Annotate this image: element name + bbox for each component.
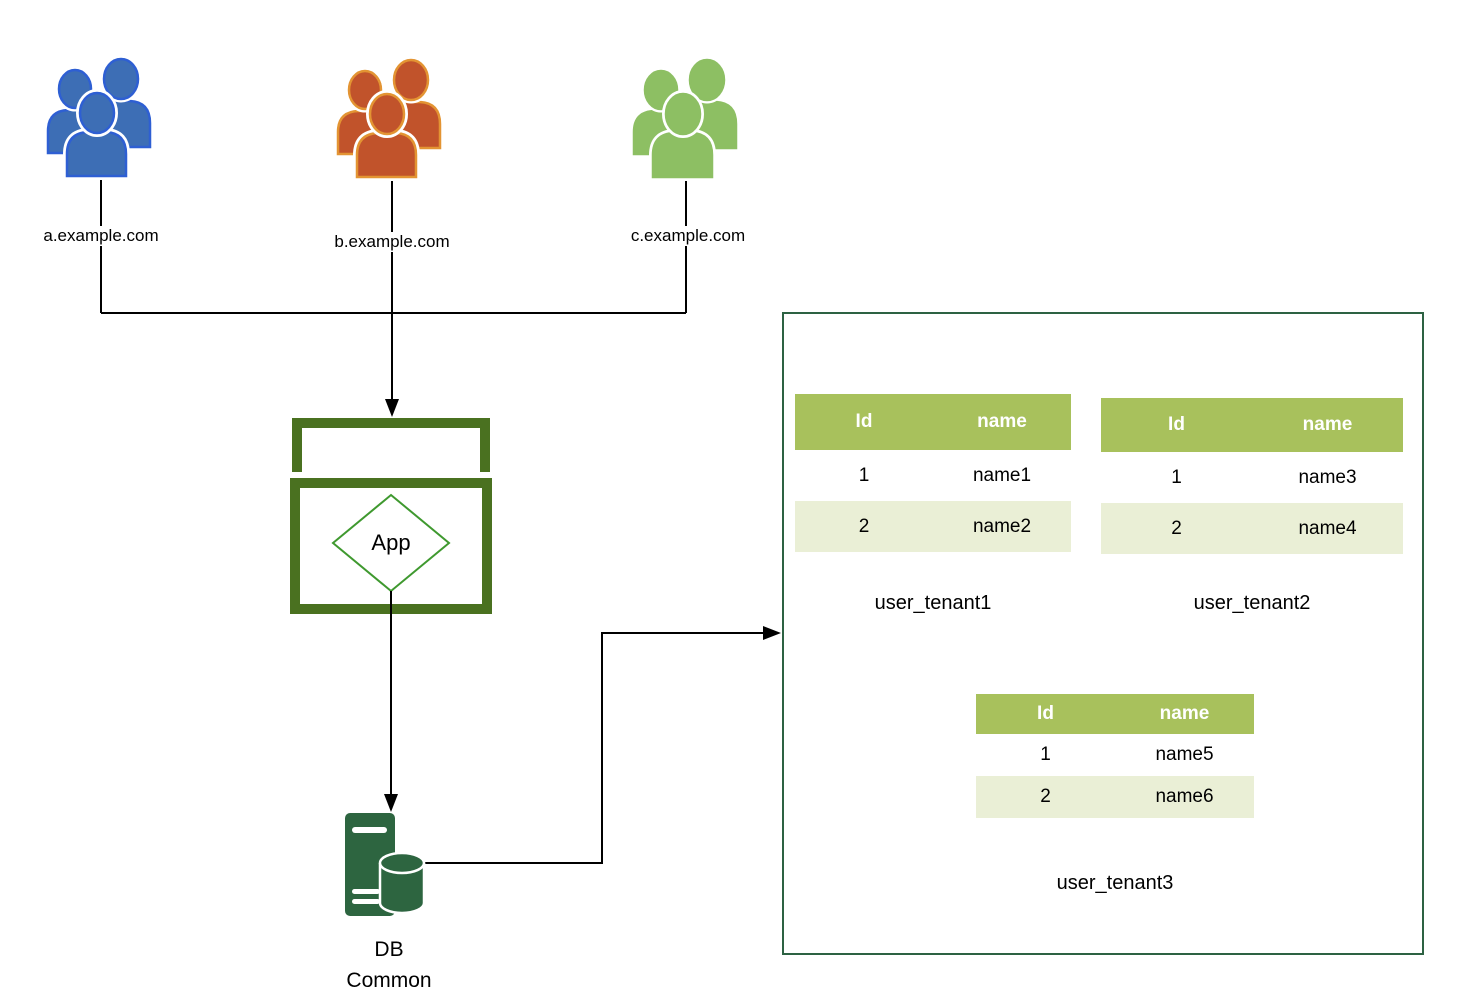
tenant-table-2: Id name 1 name3 2 name4 [1101, 398, 1403, 554]
table-header-cell: name [933, 394, 1071, 450]
connector-clients-to-app [100, 170, 687, 417]
table-cell: name3 [1298, 466, 1357, 488]
table-cell: name4 [1252, 503, 1403, 554]
users-group-c-icon [632, 56, 740, 181]
table-cell: 2 [1101, 503, 1252, 554]
tenant-table-1: Id name 1 name1 2 name2 [795, 394, 1071, 552]
database-icon [345, 813, 426, 916]
app-label: App [371, 530, 411, 555]
table-cell: name5 [1155, 744, 1214, 765]
client-c-label: c.example.com [627, 226, 749, 246]
table-row: 1 name3 [1101, 452, 1403, 503]
tenant-table-3-label: user_tenant3 [1056, 872, 1174, 894]
table-cell: 1 [858, 464, 870, 486]
table-cell: name1 [972, 464, 1032, 486]
connector-app-to-db [384, 591, 398, 812]
table-row: 2 name2 [795, 501, 1071, 552]
table-row: 1 name1 [795, 450, 1071, 501]
arrowhead-into-app [385, 399, 399, 417]
users-group-b-icon [336, 56, 444, 181]
tenant-box [782, 312, 1424, 955]
table-row: 2 name4 [1101, 503, 1403, 554]
client-a-label: a.example.com [40, 226, 162, 246]
table-row: 2 name6 [976, 776, 1254, 818]
table-header-cell: Id [1101, 398, 1252, 452]
table-header-cell: name [1252, 398, 1403, 452]
table-cell: 2 [795, 501, 933, 552]
db-label-line2: Common [346, 969, 432, 992]
table-header-cell: Id [795, 394, 933, 450]
table-header-cell: Id [976, 694, 1115, 734]
table-cell: name2 [933, 501, 1071, 552]
connector-db-to-tenant-box [422, 626, 781, 864]
client-b-label: b.example.com [331, 232, 453, 252]
table-cell: 1 [1040, 744, 1051, 765]
tenant-table-1-label: user_tenant1 [874, 592, 992, 614]
table-cell: name6 [1115, 776, 1254, 818]
table-cell: 1 [1171, 466, 1182, 488]
table-row: 1 name5 [976, 734, 1254, 776]
users-group-a-icon [46, 55, 154, 180]
arrowhead-into-db [384, 794, 398, 812]
db-label: DB Common [346, 934, 431, 996]
db-label-line1: DB [374, 938, 404, 961]
tenant-table-2-label: user_tenant2 [1193, 592, 1311, 614]
arrowhead-into-tenant-box [763, 626, 781, 640]
table-cell: 2 [976, 776, 1115, 818]
tenant-table-3: Id name 1 name5 2 name6 [976, 694, 1254, 818]
table-header-cell: name [1115, 694, 1254, 734]
